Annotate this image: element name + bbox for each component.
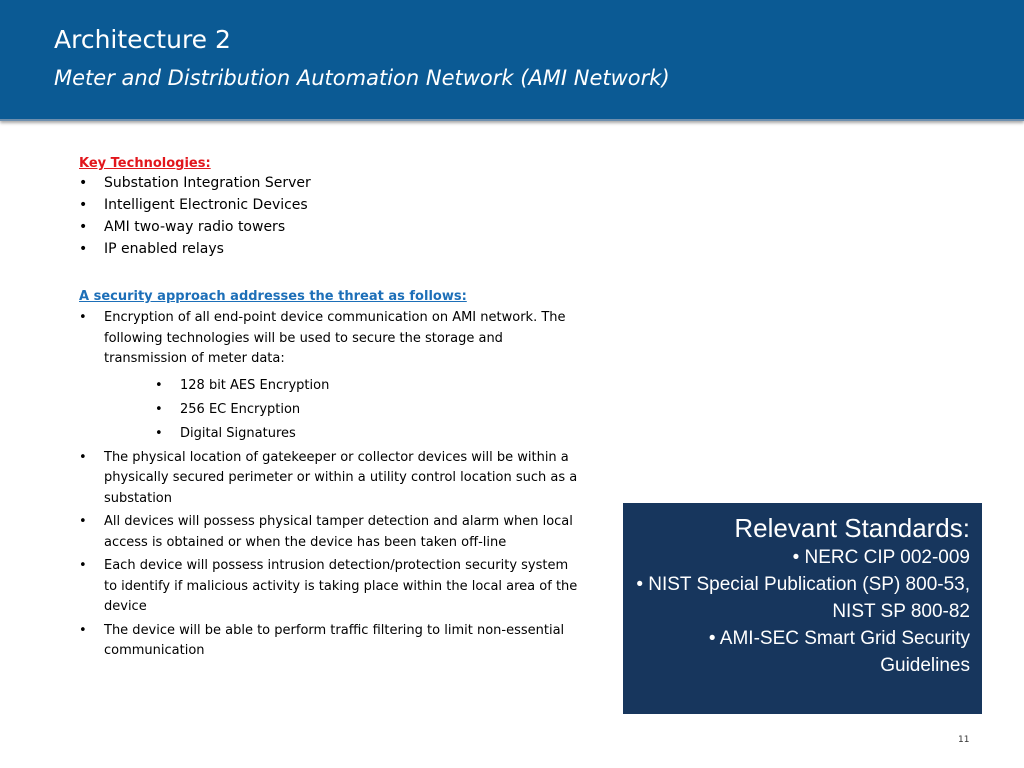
security-item: All devices will possess physical tamper… (79, 512, 584, 553)
key-technology-item: Intelligent Electronic Devices (79, 196, 584, 214)
relevant-standards-box: Relevant Standards: • NERC CIP 002-009 •… (623, 503, 982, 714)
key-technologies-list: Substation Integration Server Intelligen… (79, 174, 584, 258)
slide-title: Architecture 2 (54, 25, 231, 54)
security-item: Each device will possess intrusion detec… (79, 556, 584, 618)
security-item: The device will be able to perform traff… (79, 621, 584, 662)
title-bar: Architecture 2 Meter and Distribution Au… (0, 0, 1024, 121)
main-content: Key Technologies: Substation Integration… (79, 155, 584, 665)
standards-item: • NIST Special Publication (SP) 800-53, (636, 574, 970, 595)
standards-item: NIST SP 800-82 (832, 601, 970, 622)
security-item: The physical location of gatekeeper or c… (79, 448, 584, 510)
security-item-text: Encryption of all end-point device commu… (104, 310, 566, 366)
security-approach-heading: A security approach addresses the threat… (79, 289, 467, 304)
standards-item: • NERC CIP 002-009 (792, 547, 970, 568)
encryption-subitem: Digital Signatures (104, 424, 584, 444)
key-technology-item: AMI two-way radio towers (79, 218, 584, 236)
encryption-subitem: 256 EC Encryption (104, 400, 584, 420)
standards-item: • AMI-SEC Smart Grid Security Guidelines (708, 628, 970, 676)
page-number: 11 (958, 735, 970, 745)
security-approach-list: Encryption of all end-point device commu… (79, 308, 584, 662)
encryption-sublist: 128 bit AES Encryption 256 EC Encryption… (104, 376, 584, 444)
encryption-subitem: 128 bit AES Encryption (104, 376, 584, 396)
key-technology-item: Substation Integration Server (79, 174, 584, 192)
key-technologies-heading: Key Technologies: (79, 156, 211, 171)
slide-subtitle: Meter and Distribution Automation Networ… (54, 66, 670, 90)
standards-title: Relevant Standards: (734, 513, 970, 543)
key-technology-item: IP enabled relays (79, 240, 584, 258)
security-item: Encryption of all end-point device commu… (79, 308, 584, 444)
